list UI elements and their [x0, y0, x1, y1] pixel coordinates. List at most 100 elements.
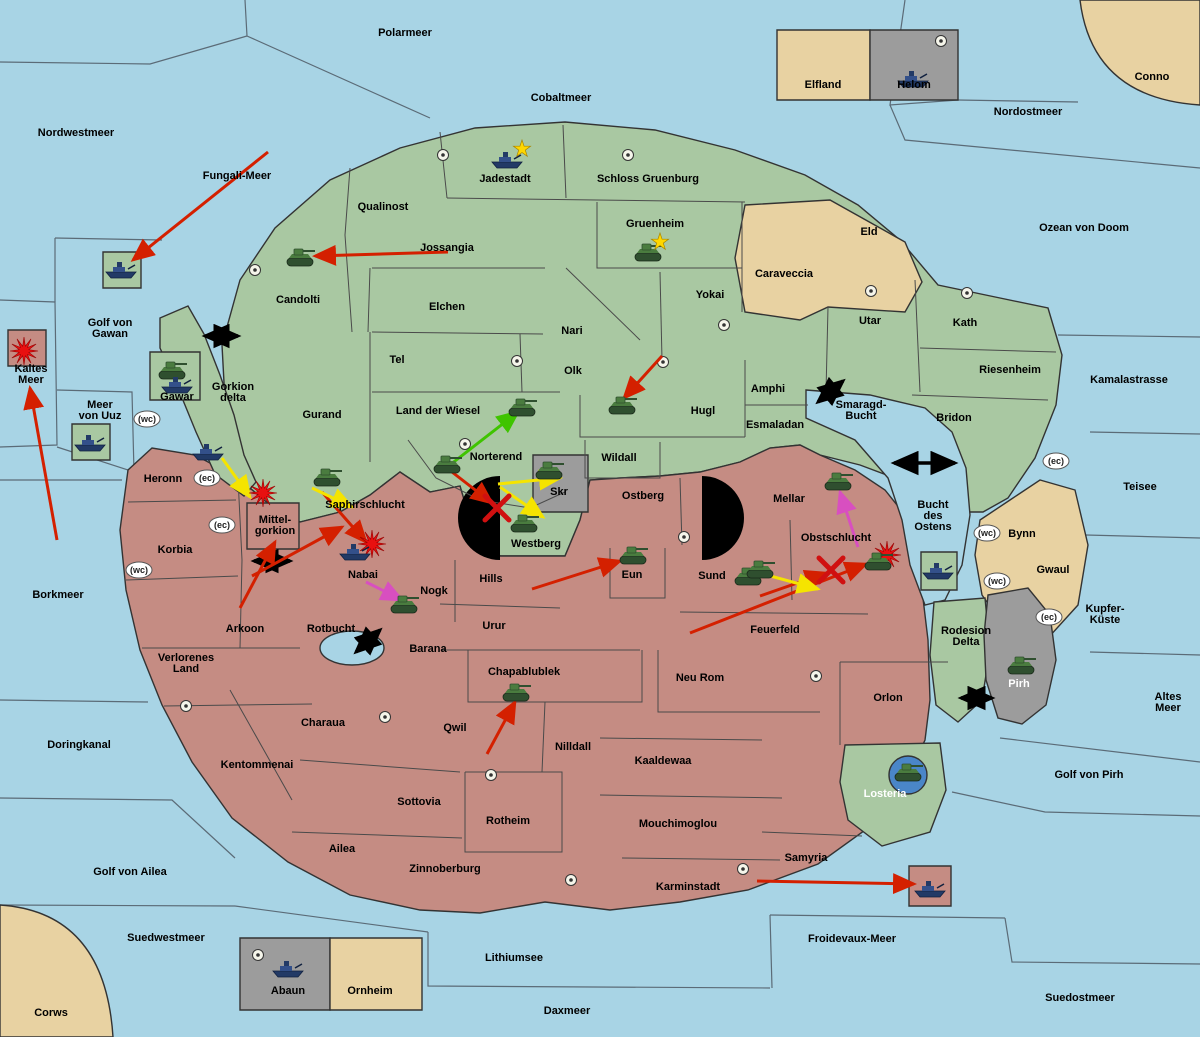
ship-unit[interactable] — [897, 71, 929, 88]
attack-arrow-red — [23, 385, 59, 541]
territory-label-kaaldewaa: Kaaldewaa — [635, 755, 693, 767]
territory-label-mellar: Mellar — [773, 493, 806, 505]
sea-zone-border-18 — [1057, 334, 1200, 338]
sea-zone-border-19 — [1089, 431, 1200, 435]
tank-unit[interactable] — [634, 243, 663, 262]
victory-star-icon — [650, 231, 670, 251]
sea-zone-border-23 — [951, 791, 1200, 817]
tank-unit[interactable] — [824, 472, 853, 491]
box-ornheim[interactable] — [329, 937, 423, 1011]
sea-zone-border-22 — [999, 737, 1200, 763]
sea-label-fungali-meer: Fungali-Meer — [203, 170, 272, 182]
territory-label-barana: Barana — [409, 643, 447, 655]
city-marker — [249, 264, 261, 276]
ship-unit[interactable] — [914, 881, 946, 898]
sea-zone-border-4 — [0, 299, 58, 448]
territory-border-12 — [565, 267, 641, 341]
territory-label-samyria: Samyria — [785, 852, 829, 864]
explosion-burst-icon — [9, 336, 39, 366]
tank-unit[interactable] — [390, 595, 419, 614]
sea-label-smaragd-bucht: Smaragd-Bucht — [836, 399, 887, 422]
territory-label-westberg: Westberg — [511, 538, 561, 550]
city-marker — [511, 355, 523, 367]
ship-unit[interactable] — [192, 444, 224, 461]
tank-unit[interactable] — [286, 248, 315, 267]
territory-label-schloss-gruenburg: Schloss Gruenburg — [597, 173, 699, 185]
territory-border-5 — [344, 167, 353, 333]
city-marker — [485, 769, 497, 781]
tank-unit[interactable] — [608, 396, 637, 415]
canal-badge-wc: (wc) — [133, 410, 161, 428]
territory-label-nari: Nari — [561, 325, 582, 337]
territory-label-olk: Olk — [564, 365, 583, 377]
region-corws[interactable] — [0, 904, 114, 1037]
territory-label-gruenheim: Gruenheim — [626, 218, 684, 230]
attack-arrow-yellow — [499, 485, 546, 519]
tank-unit[interactable] — [746, 560, 775, 579]
territory-label-wildall: Wildall — [601, 452, 636, 464]
tank-unit[interactable] — [433, 455, 462, 474]
attack-arrow-red — [251, 525, 345, 578]
city-marker — [865, 285, 877, 297]
territory-label-eld: Eld — [860, 226, 877, 238]
territory-label-ornheim: Ornheim — [347, 985, 392, 997]
territory-border-13 — [659, 271, 663, 361]
water-bucht-des-ostens[interactable] — [805, 389, 971, 606]
tank-unit[interactable] — [508, 398, 537, 417]
ship-unit[interactable] — [105, 262, 137, 279]
canal-badge-ec: (ec) — [193, 469, 221, 487]
strait-connection-arrow — [815, 376, 846, 407]
territory-label-tel: Tel — [389, 354, 404, 366]
ship-unit[interactable] — [922, 563, 954, 580]
territory-label-saphirschlucht: Saphirschlucht — [325, 499, 405, 511]
ship-unit[interactable] — [491, 152, 523, 169]
sea-zone-border-13 — [769, 914, 1006, 919]
territory-label-mouchimoglou: Mouchimoglou — [639, 818, 717, 830]
attack-arrow-yellow — [220, 457, 252, 500]
tank-unit[interactable] — [502, 683, 531, 702]
territory-label-jossangia: Jossangia — [420, 242, 475, 254]
tank-unit[interactable] — [619, 546, 648, 565]
tank-unit[interactable] — [864, 552, 893, 571]
explosion-burst-icon — [248, 478, 278, 508]
territory-label-ailea: Ailea — [329, 843, 356, 855]
territory-label-orlon: Orlon — [873, 692, 903, 704]
attack-arrow-red — [312, 244, 449, 266]
ship-unit[interactable] — [339, 544, 371, 561]
tank-unit[interactable] — [894, 763, 923, 782]
sea-zone-border-12 — [769, 914, 773, 989]
sea-label-golf-von-ailea: Golf von Ailea — [93, 866, 167, 878]
sea-label-doringkanal: Doringkanal — [47, 739, 111, 751]
tank-unit[interactable] — [313, 468, 342, 487]
explosion-burst-icon — [357, 529, 387, 559]
ship-unit[interactable] — [161, 377, 193, 394]
region-pirh[interactable] — [983, 587, 1057, 725]
territory-label-obstschlucht: Obstschlucht — [801, 532, 872, 544]
city-marker — [737, 863, 749, 875]
sea-label-suedwestmeer: Suedwestmeer — [127, 932, 205, 944]
sea-label-golf-von-pirh: Golf von Pirh — [1054, 769, 1123, 781]
tank-unit[interactable] — [158, 361, 187, 380]
ship-unit[interactable] — [74, 435, 106, 452]
territory-label-arkoon: Arkoon — [226, 623, 265, 635]
victory-star-icon — [512, 138, 532, 158]
territory-border-19 — [919, 347, 1057, 353]
ship-unit[interactable] — [272, 961, 304, 978]
territory-label-qualinost: Qualinost — [358, 201, 409, 213]
box-helom[interactable] — [869, 29, 959, 101]
mountain-east[interactable] — [702, 476, 744, 560]
territory-label-sund: Sund — [698, 570, 726, 582]
tank-unit[interactable] — [535, 461, 564, 480]
territory-border-20 — [911, 394, 1049, 401]
tank-unit[interactable] — [1007, 656, 1036, 675]
territory-border-0 — [439, 131, 448, 199]
attack-arrow-red — [485, 699, 517, 755]
territory-border-8 — [371, 331, 544, 335]
sea-label-corws: Corws — [34, 1007, 68, 1019]
tank-unit[interactable] — [510, 514, 539, 533]
